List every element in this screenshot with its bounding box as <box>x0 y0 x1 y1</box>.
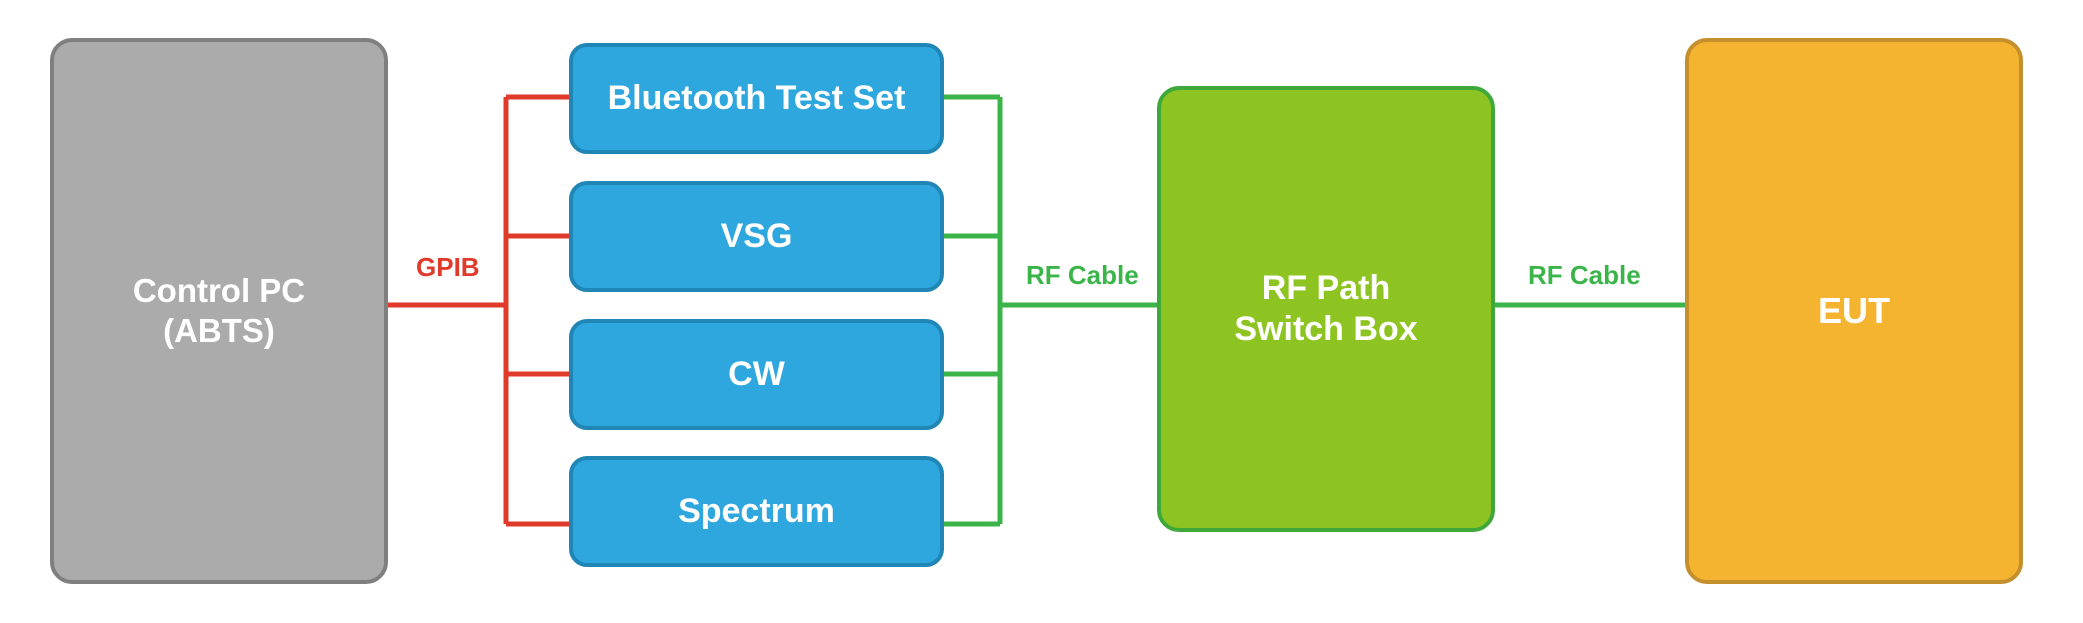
rf-cable-label-1: RF Cable <box>1026 260 1139 290</box>
spectrum-box: Spectrum <box>569 456 944 567</box>
cw-box: CW <box>569 319 944 430</box>
control-pc-box: Control PC (ABTS) <box>50 38 388 584</box>
rf-path-switch-box: RF Path Switch Box <box>1157 86 1495 532</box>
bluetooth-test-set-box: Bluetooth Test Set <box>569 43 944 154</box>
rf-cable-connector-1 <box>944 94 1157 527</box>
gpib-label: GPIB <box>416 252 480 282</box>
rf-cable-label-2: RF Cable <box>1528 260 1641 290</box>
eut-box: EUT <box>1685 38 2023 584</box>
gpib-connector <box>388 94 569 527</box>
vsg-box: VSG <box>569 181 944 292</box>
